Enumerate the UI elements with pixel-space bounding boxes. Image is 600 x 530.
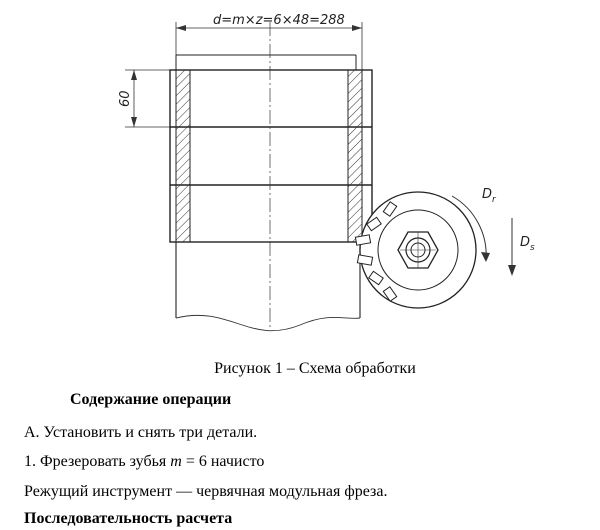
calculation-heading: Последовательность расчета <box>24 510 233 527</box>
feed-label: D <box>520 235 530 250</box>
step-1-suffix: = 6 начисто <box>181 453 265 470</box>
cutting-tool-line: Режущий инструмент — червячная модульная… <box>24 483 388 500</box>
rotation-label: D <box>482 187 492 202</box>
rotation-label-subscript: r <box>492 195 497 205</box>
step-1-variable: m <box>170 453 182 470</box>
operation-heading: Содержание операции <box>70 391 232 408</box>
svg-text:Ds: Ds <box>520 235 535 253</box>
step-a: А. Установить и снять три детали. <box>24 424 258 441</box>
machining-scheme-drawing: d=m×z=6×48=288 60 <box>118 13 535 332</box>
figure-caption: Рисунок 1 – Схема обработки <box>214 360 416 377</box>
step-1: 1. Фрезеровать зубья m = 6 начисто <box>24 452 264 472</box>
diameter-dimension-label: d=m×z=6×48=288 <box>213 13 345 28</box>
gear-blanks-stack <box>169 54 373 243</box>
rotation-arrow: Dr <box>451 187 497 262</box>
height-dimension-label: 60 <box>118 90 133 107</box>
height-dimension: 60 <box>118 69 172 128</box>
diameter-dimension: d=m×z=6×48=288 <box>175 13 363 70</box>
hob-cutter <box>354 191 477 309</box>
shaft <box>175 242 361 332</box>
feed-label-subscript: s <box>530 243 535 253</box>
feed-arrow: Ds <box>508 218 535 276</box>
svg-text:Dr: Dr <box>482 187 497 205</box>
step-1-prefix: 1. Фрезеровать зубья <box>24 453 171 470</box>
